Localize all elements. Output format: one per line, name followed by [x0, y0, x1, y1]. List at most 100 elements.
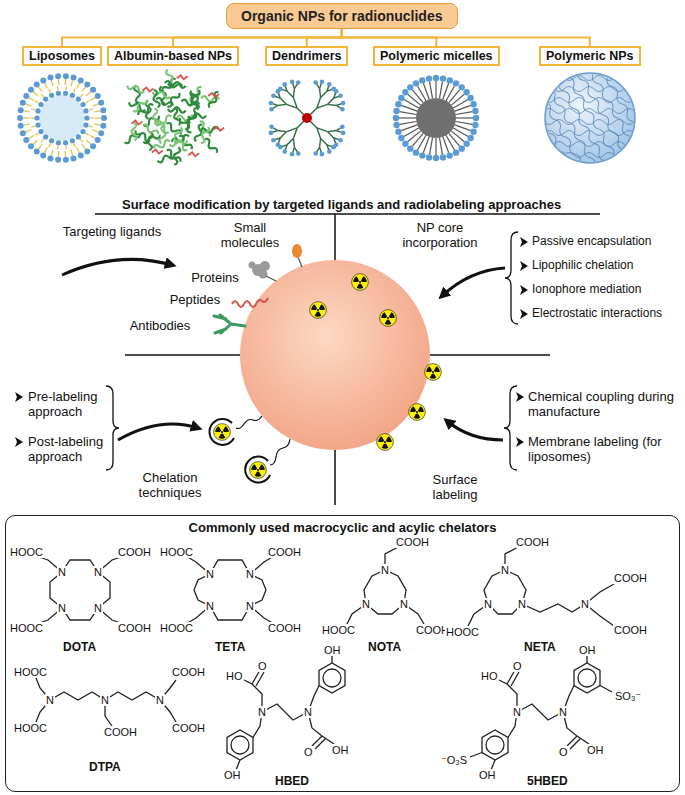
chelator-structure: [346, 546, 424, 626]
atom-label: HOOC: [159, 622, 194, 634]
box-text: Albumin-based NPs: [114, 49, 232, 63]
atom-label: OH: [323, 644, 342, 656]
lipid-head: [35, 122, 40, 127]
micelle-tail: [400, 121, 417, 124]
atom-label: HOOC: [9, 546, 44, 558]
lipid-head: [34, 149, 40, 155]
radionuclide-symbol: [250, 462, 267, 479]
lipid-head: [83, 122, 88, 127]
dendrimer-branch: [321, 138, 327, 144]
bullet-text: Membrane labeling (for liposomes): [528, 435, 678, 465]
surface-residue: [131, 121, 142, 125]
chelator-structure: [186, 556, 274, 624]
dendrimer-end-group: [338, 138, 343, 143]
dendrimer-end-group: [341, 101, 346, 106]
lipid-tail: [35, 133, 38, 135]
micelle-tail: [401, 125, 417, 131]
polymer-chain: [576, 70, 625, 150]
dendrimer-branch: [293, 89, 294, 98]
polymer-chain: [544, 98, 634, 103]
micelle-tail: [456, 112, 473, 115]
micelle-tail: [435, 81, 436, 98]
lipid-head: [38, 129, 43, 134]
chelator-structure: [319, 663, 345, 693]
lipid-tail: [29, 97, 34, 100]
lipid-tail: [86, 140, 90, 144]
lipid-head: [101, 115, 107, 121]
lipid-tail: [33, 92, 37, 96]
micelle-head: [433, 75, 439, 81]
callout-text: Proteins: [180, 271, 250, 286]
protein-ribbon: [127, 83, 146, 93]
lipid-head: [38, 102, 43, 107]
atom-label: HOOC: [159, 546, 194, 558]
micelle-tail: [404, 100, 419, 109]
polymer-chain: [544, 76, 634, 81]
lipid-head: [23, 93, 29, 99]
lipid-tail: [65, 146, 67, 150]
dendrimer-branch: [287, 91, 293, 97]
dendrimer-end-group: [269, 131, 274, 136]
lipid-head: [28, 143, 34, 149]
micelle-tail: [423, 83, 429, 99]
lipid-head: [84, 115, 89, 120]
micelle-head: [459, 84, 465, 90]
lipid-head: [35, 108, 40, 113]
lipid-head: [95, 93, 101, 99]
atom-label: OH: [331, 744, 350, 756]
lipid-tail: [71, 150, 73, 156]
dendrimer-branch: [293, 98, 297, 109]
micelle-head: [472, 108, 478, 114]
protein-ribbon: [164, 80, 183, 89]
micelle-tail: [418, 135, 427, 150]
lipid-tail: [38, 87, 42, 92]
polymer-chain: [538, 92, 587, 172]
dendrimer-end-group: [296, 151, 301, 156]
curved-arrow: [62, 259, 172, 275]
bullet-marker: [15, 237, 528, 447]
protein-ribbon: [172, 147, 181, 166]
micelle-tail: [435, 138, 436, 155]
ligand-icons: [214, 244, 302, 333]
lipid-tail: [64, 79, 66, 85]
dendrimer-branch: [327, 132, 333, 138]
chelator-name: HBED: [275, 775, 309, 789]
atom-label: N: [380, 564, 390, 576]
micelle-head: [419, 77, 425, 83]
dendrimer-end-group: [271, 93, 276, 98]
dendrimer-end-group: [278, 87, 283, 92]
atom-label: N: [257, 706, 267, 718]
atom-label: COOH: [613, 572, 648, 584]
dendrimer-end-group: [327, 149, 332, 154]
atom-label: N: [45, 694, 55, 706]
atom-label: HO: [225, 670, 244, 682]
atom-label: HOOC: [13, 666, 48, 678]
chelator-name: TETA: [215, 641, 245, 655]
chelator-structure: [36, 546, 614, 770]
category-box: Dendrimers: [265, 46, 348, 66]
lipid-tail: [82, 144, 86, 149]
box-text: Polymeric NPs: [546, 49, 634, 63]
atom-label: COOH: [117, 622, 152, 634]
dendrimer-branch: [317, 104, 328, 108]
category-box: Polymeric NPs: [539, 46, 641, 66]
connector: [342, 29, 590, 46]
dendrimer-branch: [287, 138, 293, 144]
bullet-text: Lipophilic chelation: [532, 259, 682, 273]
micelle-head: [473, 115, 479, 121]
lipid-tail: [80, 94, 83, 97]
dendrimer-end-group: [269, 107, 274, 112]
atom-label: N: [303, 706, 313, 718]
curved-arrow: [447, 421, 503, 440]
lipid-tail: [38, 144, 42, 149]
polymer-chain: [586, 65, 635, 145]
atom-label: N: [580, 598, 590, 610]
atom-label: HOOC: [321, 624, 356, 636]
atom-label: COOH: [103, 726, 138, 738]
micelle-tail: [456, 121, 473, 124]
dendrimer-branch: [327, 131, 336, 132]
lipid-tail: [23, 117, 29, 118]
bullet-marker: [15, 392, 23, 402]
lipid-tail: [24, 111, 30, 112]
lipid-tail: [86, 133, 89, 135]
